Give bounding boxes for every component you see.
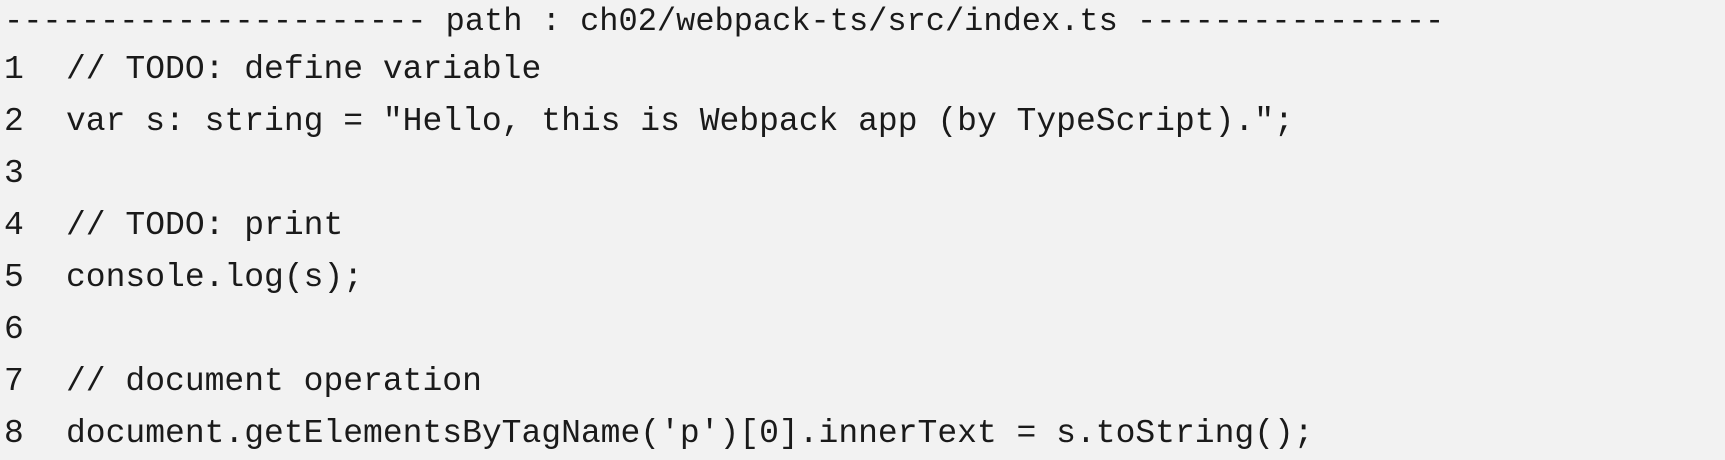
code-line: 5 console.log(s);	[0, 252, 1725, 304]
line-code: document.getElementsByTagName('p')[0].in…	[66, 415, 1314, 452]
code-line: 4 // TODO: print	[0, 200, 1725, 252]
line-number: 5	[4, 259, 24, 296]
line-number: 4	[4, 207, 24, 244]
line-code: // TODO: print	[66, 207, 344, 244]
file-path-label: path : ch02/webpack-ts/src/index.ts	[445, 3, 1118, 40]
code-line: 2 var s: string = "Hello, this is Webpac…	[0, 96, 1725, 148]
line-code: // TODO: define variable	[66, 51, 542, 88]
line-number: 7	[4, 363, 24, 400]
code-line: 3	[0, 148, 1725, 200]
header-left-dashes: ----------------------	[4, 3, 427, 40]
line-code: // document operation	[66, 363, 482, 400]
code-line: 7 // document operation	[0, 356, 1725, 408]
line-number: 8	[4, 415, 24, 452]
line-code	[66, 148, 1725, 200]
line-number: 1	[4, 51, 24, 88]
line-code	[66, 304, 1725, 356]
line-number: 6	[4, 311, 24, 348]
line-code: var s: string = "Hello, this is Webpack …	[66, 103, 1294, 140]
line-code: console.log(s);	[66, 259, 364, 296]
code-line: 8 document.getElementsByTagName('p')[0].…	[0, 408, 1725, 460]
line-number: 3	[4, 155, 24, 192]
listing-header: ---------------------- path : ch02/webpa…	[0, 0, 1725, 44]
line-number: 2	[4, 103, 24, 140]
code-line: 1 // TODO: define variable	[0, 44, 1725, 96]
header-right-dashes: ----------------	[1136, 3, 1445, 40]
code-line: 6	[0, 304, 1725, 356]
